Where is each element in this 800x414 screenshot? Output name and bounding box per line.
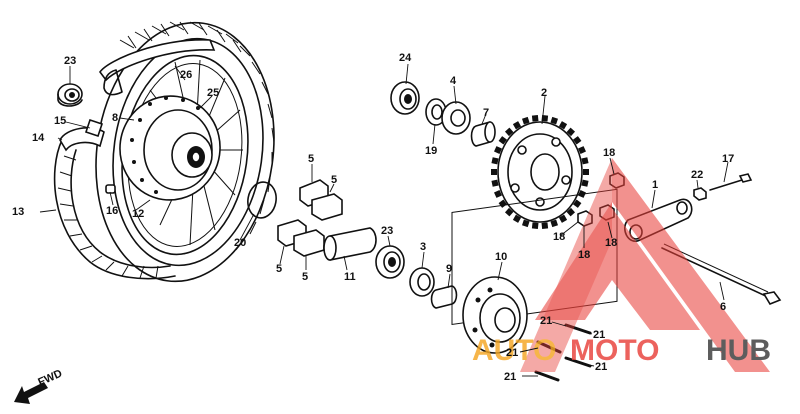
sprocket-2 xyxy=(491,114,589,230)
label-24: 24 xyxy=(399,52,412,64)
label-22: 22 xyxy=(691,169,703,181)
seal-3 xyxy=(409,267,435,297)
watermark-moto: MOTO xyxy=(570,334,659,367)
flange-4 xyxy=(441,101,471,135)
label-11: 11 xyxy=(344,271,356,283)
label-18-right: 18 xyxy=(605,237,617,249)
label-19: 19 xyxy=(425,145,437,157)
label-23-left: 23 xyxy=(64,55,76,67)
washer-22 xyxy=(693,187,707,201)
dampers-5 xyxy=(277,179,343,257)
valve-16 xyxy=(105,184,116,194)
fwd-label: FWD xyxy=(36,368,64,389)
bearing-23-center xyxy=(375,245,405,279)
bolt-17 xyxy=(709,173,753,191)
wheel-hub xyxy=(119,95,221,201)
label-9: 9 xyxy=(446,263,452,275)
label-5-b: 5 xyxy=(331,174,337,186)
carrier-10 xyxy=(451,188,618,354)
label-21-a: 21 xyxy=(540,315,552,327)
spacer-9 xyxy=(430,285,458,309)
label-7: 7 xyxy=(483,107,489,119)
callout-labels: 23 15 14 13 16 12 8 26 25 20 24 4 7 19 2… xyxy=(12,52,734,383)
label-13: 13 xyxy=(12,206,24,218)
label-4: 4 xyxy=(450,75,457,87)
label-18-left: 18 xyxy=(553,231,565,243)
axle-spacer-11 xyxy=(323,227,377,261)
label-6: 6 xyxy=(720,301,726,313)
label-18-mid: 18 xyxy=(578,249,590,261)
label-21-b: 21 xyxy=(593,329,605,341)
bearing-23-left xyxy=(57,83,83,107)
watermark-hub: HUB xyxy=(706,334,771,367)
label-25: 25 xyxy=(207,87,219,99)
label-1: 1 xyxy=(652,179,658,191)
label-21-c: 21 xyxy=(506,347,518,359)
label-20: 20 xyxy=(234,237,246,249)
label-12: 12 xyxy=(132,208,144,220)
label-21-d: 21 xyxy=(595,361,607,373)
label-26: 26 xyxy=(180,69,192,81)
label-3: 3 xyxy=(420,241,426,253)
fwd-arrow: FWD xyxy=(14,368,64,404)
watermark-auto: AUTO xyxy=(472,334,556,367)
label-17: 17 xyxy=(722,153,734,165)
label-16: 16 xyxy=(106,205,118,217)
label-2: 2 xyxy=(541,87,547,99)
label-21-e: 21 xyxy=(504,371,516,383)
watermark: AUTO MOTO HUB xyxy=(472,158,771,372)
leader-lines xyxy=(39,63,729,377)
label-23-center: 23 xyxy=(381,225,393,237)
label-15: 15 xyxy=(54,115,66,127)
label-8: 8 xyxy=(112,112,118,124)
label-5-c: 5 xyxy=(276,263,282,275)
o-ring-20 xyxy=(247,181,277,219)
collar-7 xyxy=(470,121,496,147)
label-5-a: 5 xyxy=(308,153,314,165)
label-5-d: 5 xyxy=(302,271,308,283)
label-14: 14 xyxy=(32,132,45,144)
label-10: 10 xyxy=(495,251,507,263)
tire-tread xyxy=(119,21,275,251)
label-18-top: 18 xyxy=(603,147,615,159)
bearing-24 xyxy=(390,81,420,115)
watermark-logo-triangle xyxy=(535,158,770,372)
tire-cutaway xyxy=(53,118,176,280)
rear-wheel xyxy=(95,21,275,283)
